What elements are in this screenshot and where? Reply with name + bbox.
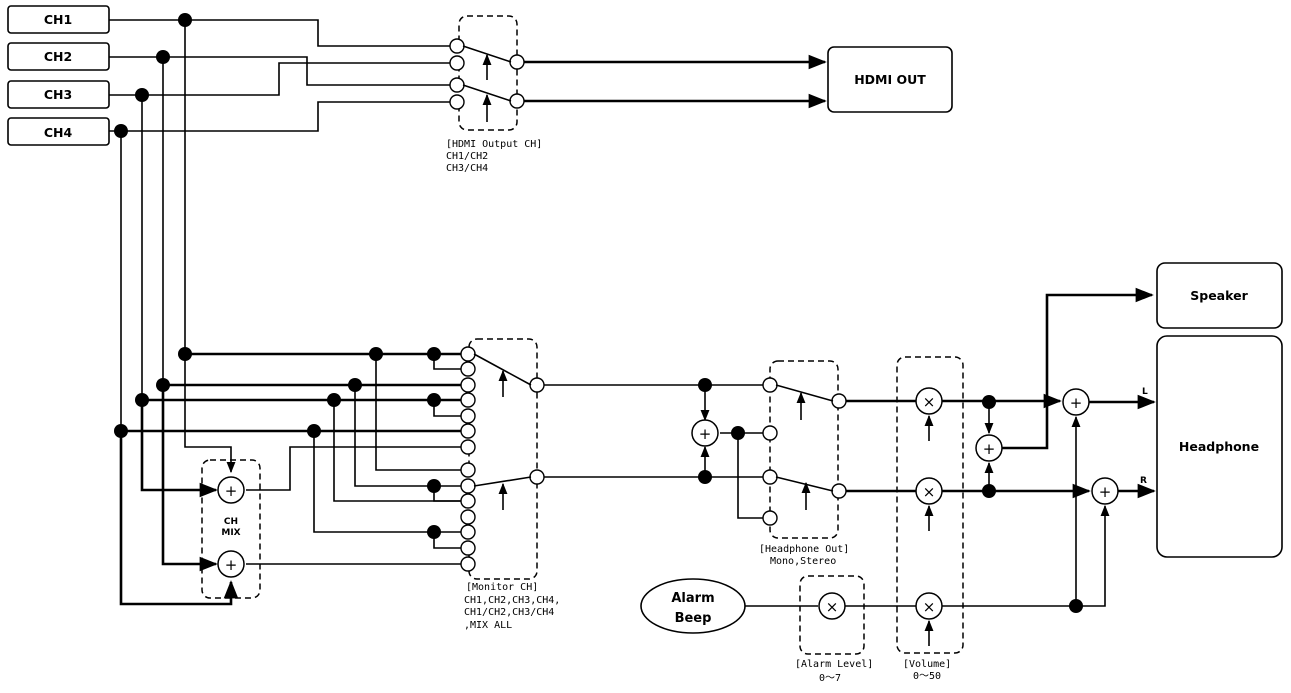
mono-sum-adder: + bbox=[691, 419, 719, 447]
alarm-level-block: × [Alarm Level] 0～7 bbox=[795, 575, 873, 684]
alarm-beep-label-1: Alarm bbox=[671, 591, 714, 606]
volume-mult-l: × bbox=[923, 393, 936, 411]
headphone-l-adder: + bbox=[1062, 388, 1090, 416]
alarm-level-title: [Alarm Level] bbox=[795, 659, 873, 670]
volume-mult-alarm: × bbox=[923, 598, 936, 616]
input-bus-wires bbox=[109, 19, 468, 606]
hdmi-output-selector: [HDMI Output CH] CH1/CH2 CH3/CH4 bbox=[446, 15, 542, 174]
ch-mix-adder-2: + bbox=[225, 556, 238, 574]
hdmi-out-label: HDMI OUT bbox=[854, 72, 926, 87]
mono-sum-symbol: + bbox=[699, 425, 712, 443]
input-ch1-label: CH1 bbox=[44, 12, 72, 27]
alarm-beep-label-2: Beep bbox=[675, 611, 712, 626]
hdmi-selector-title: [HDMI Output CH] bbox=[446, 139, 542, 150]
headphone-out-options: Mono,Stereo bbox=[770, 556, 836, 567]
monitor-selector-option-1: CH1,CH2,CH3,CH4, bbox=[464, 595, 560, 606]
channel-r-label: R bbox=[1140, 476, 1147, 486]
monitor-selector-option-2: CH1/CH2,CH3/CH4 bbox=[464, 607, 554, 618]
volume-mult-r: × bbox=[923, 483, 936, 501]
ch-mix-label-2: MIX bbox=[221, 528, 240, 538]
speaker-sum-adder: + bbox=[975, 434, 1003, 462]
monitor-selector-title: [Monitor CH] bbox=[466, 582, 538, 593]
monitor-channel-selector: [Monitor CH] CH1,CH2,CH3,CH4, CH1/CH2,CH… bbox=[460, 338, 560, 631]
speaker-box: Speaker bbox=[1156, 262, 1283, 329]
input-ch1-box: CH1 bbox=[7, 5, 110, 34]
headphone-l-symbol: + bbox=[1070, 394, 1083, 412]
input-ch2-label: CH2 bbox=[44, 49, 72, 64]
alarm-level-range: 0～7 bbox=[819, 673, 841, 684]
input-ch4-label: CH4 bbox=[44, 125, 73, 140]
channel-l-label: L bbox=[1142, 387, 1148, 397]
headphone-out-selector: [Headphone Out] Mono,Stereo bbox=[759, 360, 849, 567]
input-ch3-box: CH3 bbox=[7, 80, 110, 109]
input-ch3-label: CH3 bbox=[44, 87, 72, 102]
input-junctions bbox=[114, 13, 441, 539]
headphone-out-title: [Headphone Out] bbox=[759, 544, 849, 555]
input-ch2-box: CH2 bbox=[7, 42, 110, 71]
volume-block: × × × [Volume] 0～50 bbox=[896, 356, 964, 682]
monitor-selector-option-3: ,MIX ALL bbox=[464, 620, 512, 631]
ch-mix-label-1: CH bbox=[224, 517, 238, 527]
headphone-label: Headphone bbox=[1179, 439, 1259, 454]
input-ch4-box: CH4 bbox=[7, 117, 110, 146]
headphone-r-symbol: + bbox=[1099, 483, 1112, 501]
hdmi-selector-option-2: CH3/CH4 bbox=[446, 163, 488, 174]
volume-range: 0～50 bbox=[913, 671, 941, 682]
headphone-r-adder: + bbox=[1091, 477, 1119, 505]
speaker-sum-symbol: + bbox=[983, 440, 996, 458]
alarm-beep: Alarm Beep bbox=[640, 578, 746, 634]
hdmi-selector-option-1: CH1/CH2 bbox=[446, 151, 488, 162]
hdmi-out-box: HDMI OUT bbox=[827, 46, 953, 113]
alarm-level-mult: × bbox=[826, 598, 839, 616]
speaker-label: Speaker bbox=[1190, 288, 1248, 303]
ch-mix-block: + + CH MIX bbox=[201, 459, 261, 599]
volume-title: [Volume] bbox=[903, 659, 951, 670]
headphone-box: Headphone bbox=[1156, 335, 1283, 558]
ch-mix-adder-1: + bbox=[225, 482, 238, 500]
